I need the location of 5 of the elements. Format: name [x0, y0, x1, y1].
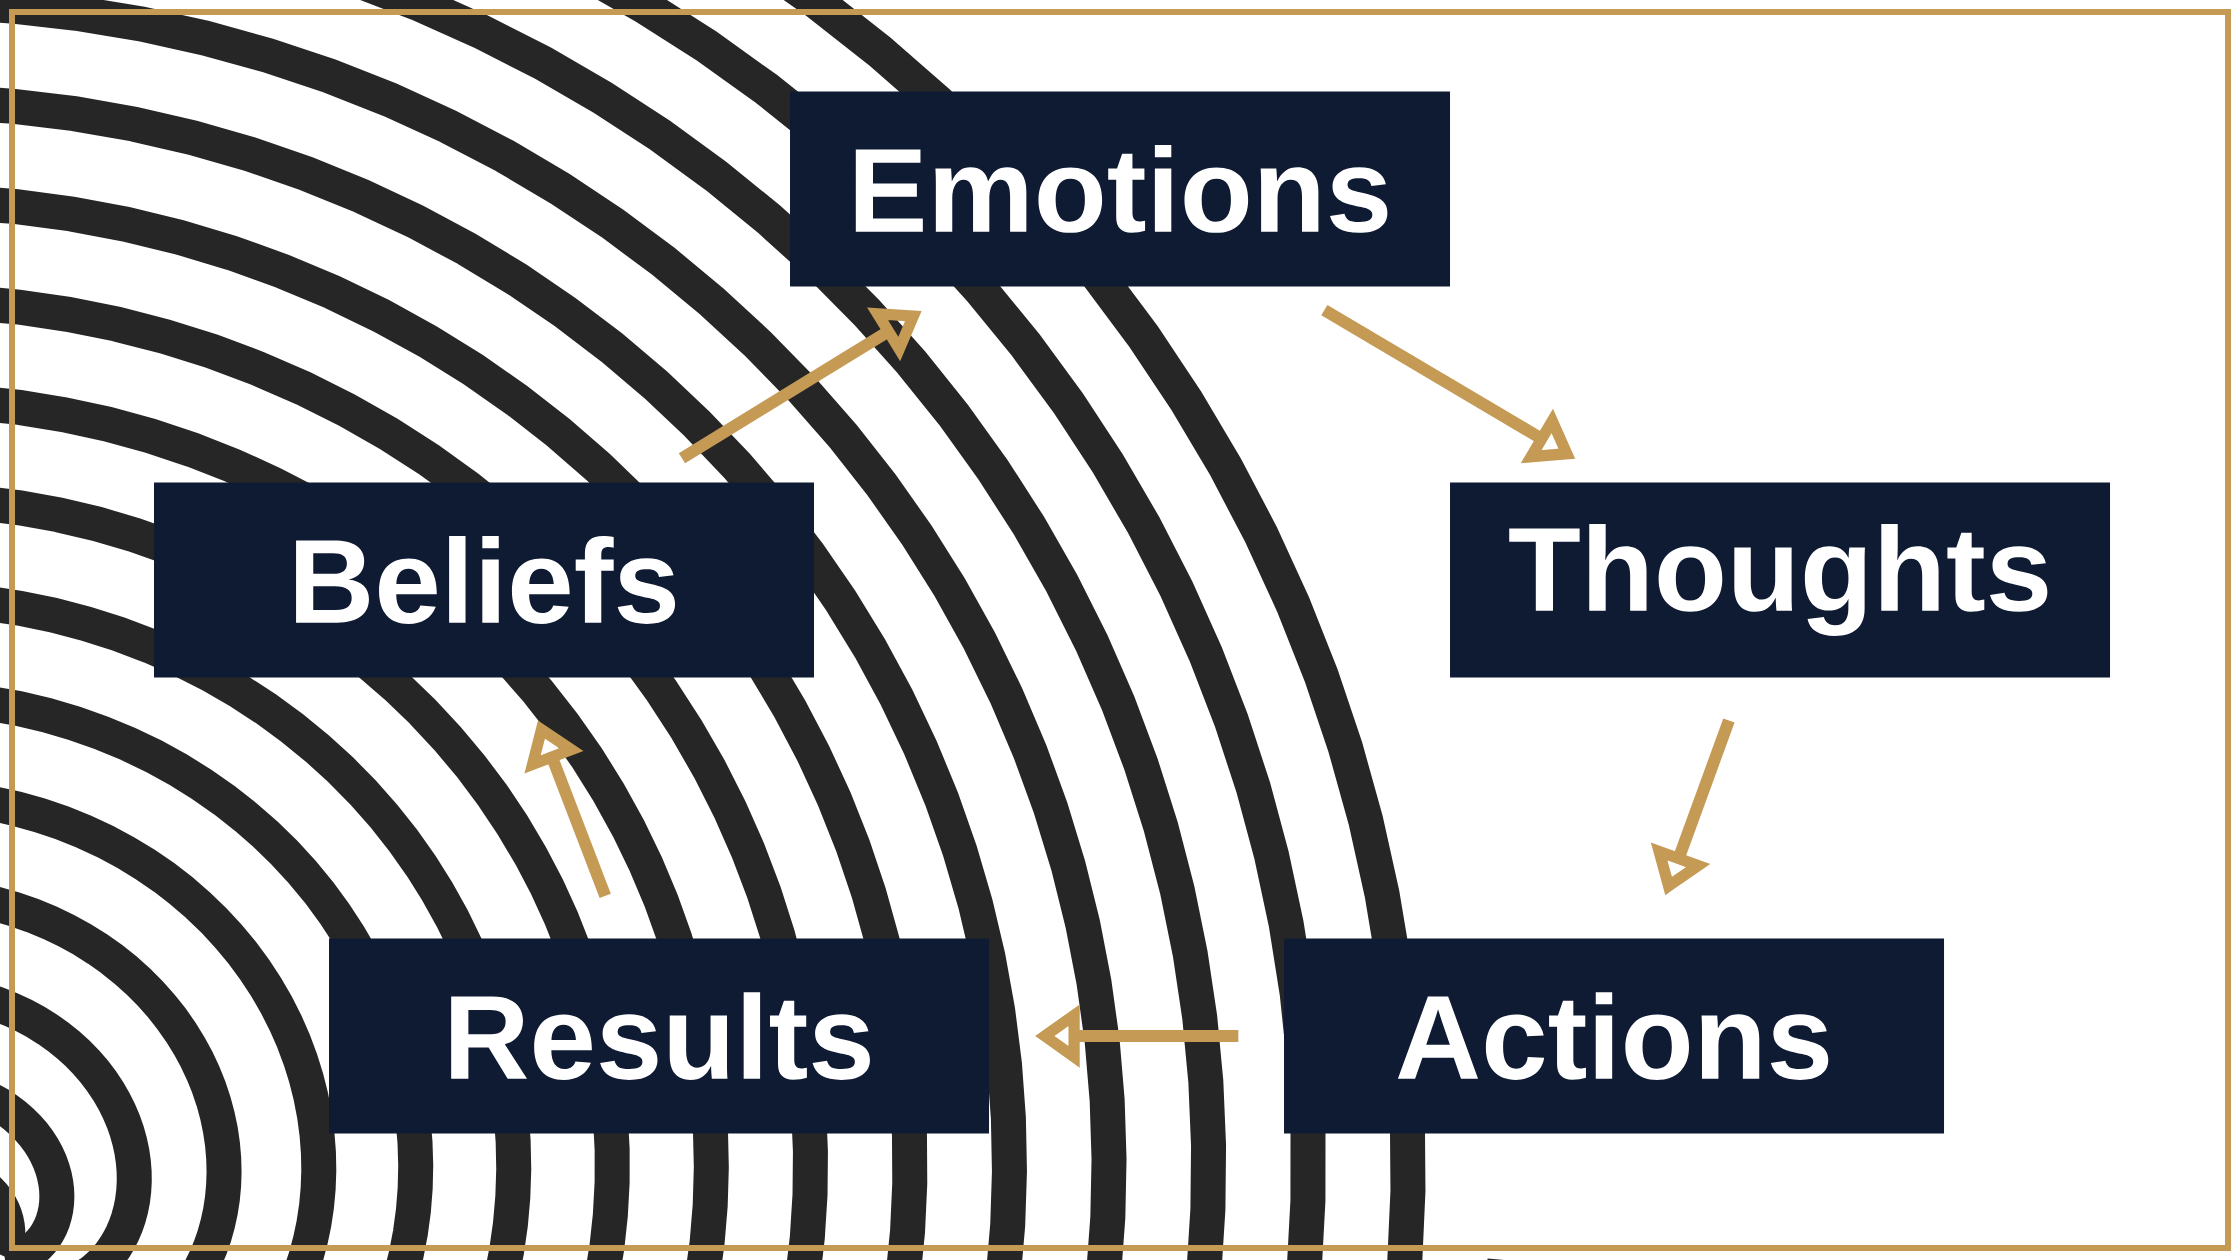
- label-box: Emotions: [790, 91, 1450, 287]
- label-box: Thoughts: [1450, 482, 2110, 678]
- label-box: Results: [329, 938, 989, 1134]
- label-box: Actions: [1284, 938, 1945, 1134]
- label-box: Beliefs: [154, 482, 814, 678]
